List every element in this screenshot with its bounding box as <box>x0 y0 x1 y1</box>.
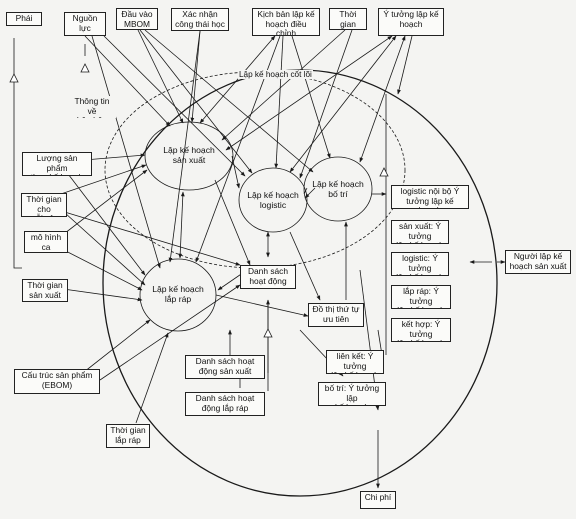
node-assembly-activities: Danh sách hoạt động lắp ráp <box>185 392 265 416</box>
node-derivative: Phái sinh <box>6 12 42 26</box>
core-planning-boundary <box>104 71 406 269</box>
node-production-planner: Người lập kế hoạch sản xuất <box>505 250 571 274</box>
node-assembly-concept: lắp ráp: Ý tưởng lập kế hoạch <box>391 285 451 309</box>
node-production-activities: Danh sách hoạt động sản xuất <box>185 355 265 379</box>
node-production-time: Thời gian sản xuất <box>22 279 68 302</box>
node-planned-quantity: Lượng sản phẩm theo kế hoạch <box>22 152 92 176</box>
node-internal-logistic-concept: logistic nội bộ Ý tưởng lập kế hoạch <box>391 185 469 209</box>
node-activity-list: Danh sách hoạt động <box>240 265 296 289</box>
node-production-concept: sản xuất: Ý tưởng lập kế hoạch <box>391 220 449 244</box>
node-shift-model: mô hình ca làm việc <box>24 231 68 253</box>
process-layout-label: Lập kế hoạch bố trí <box>312 179 364 199</box>
core-planning-label: Lập kế hoạch cốt lõi <box>238 70 313 80</box>
node-cycle-time: Thời gian chu kỳ <box>329 8 367 30</box>
node-resources: Nguồn lực <box>64 12 106 36</box>
node-adjust-scenario: Kịch bản lập kế hoạch điều chỉnh <box>252 8 320 36</box>
system-boundary <box>102 69 498 497</box>
node-ergonomics: Xác nhận công thái học <box>171 8 229 31</box>
node-priority-graph: Đồ thị thứ tự ưu tiên <box>308 303 364 327</box>
node-assembly-time: Thời gian lắp ráp <box>106 424 150 448</box>
process-logistic-label: Lập kế hoạch logistic <box>247 190 299 210</box>
process-logistic <box>238 167 308 233</box>
node-mbom-input: Đầu vào MBOM <box>116 8 158 30</box>
process-assembly-label: Lập kế hoạch lắp ráp <box>152 284 204 304</box>
node-link-concept: liên kết: Ý tưởng lập kế hoạch <box>326 350 384 374</box>
node-logistic-concept: logistic: Ý tưởng lập kế hoạch <box>391 252 449 276</box>
node-raw-part-info: Thông tin về bộ phận thô <box>68 96 116 118</box>
node-planning-concept: Ý tưởng lập kế hoạch <box>378 8 444 36</box>
node-cost: Chi phí <box>360 491 396 509</box>
node-time-per-product: Thời gian cho mỗi sản phẩm <box>21 193 67 217</box>
process-production-label: Lập kế hoạch sản xuất <box>163 145 215 165</box>
node-combined-concept: kết hợp: Ý tưởng lập kế hoạch <box>391 318 451 342</box>
node-layout-concept: bố trí: Ý tưởng lập kế hoạch <box>318 382 386 406</box>
node-product-structure: Cấu trúc sản phẩm (EBOM) <box>14 369 100 394</box>
